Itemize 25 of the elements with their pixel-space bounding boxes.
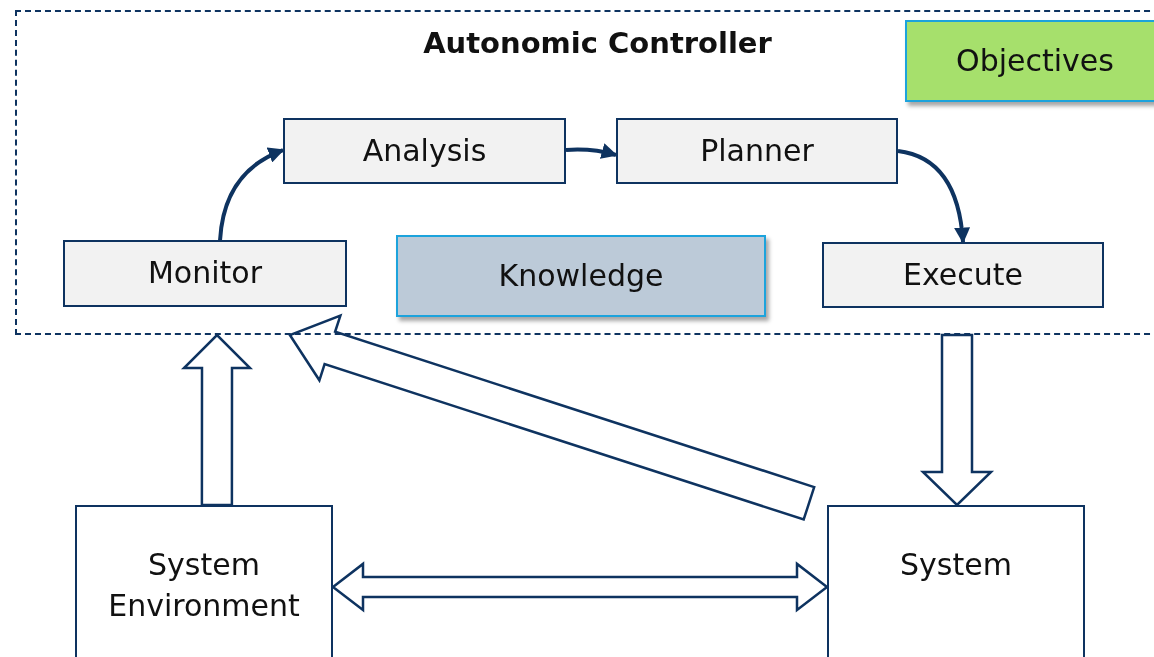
- box-label: Objectives: [955, 41, 1115, 80]
- arrow: [218, 148, 285, 241]
- box-label: System Environment: [107, 546, 301, 625]
- box-label: System: [899, 546, 1013, 584]
- block-arrow: [181, 333, 253, 507]
- frame-title: Autonomic Controller: [422, 25, 773, 62]
- block-arrow: [919, 333, 995, 507]
- controller-frame: [15, 10, 1154, 335]
- arrow: [565, 143, 618, 159]
- box-label: Analysis: [361, 131, 488, 170]
- process-box: [63, 240, 347, 307]
- objectives-box: [905, 20, 1154, 102]
- process-box: [616, 118, 898, 184]
- system-box: [75, 505, 333, 657]
- arrow: [897, 149, 970, 244]
- process-box: [822, 242, 1104, 308]
- box-label: Execute: [902, 255, 1024, 294]
- block-arrow: [330, 561, 830, 613]
- process-box: [283, 118, 566, 184]
- box-label: Knowledge: [497, 256, 665, 295]
- system-box: [827, 505, 1085, 657]
- block-arrow: [288, 313, 816, 522]
- knowledge-box: [396, 235, 766, 317]
- box-label: Monitor: [146, 254, 263, 293]
- box-label: Planner: [699, 131, 815, 170]
